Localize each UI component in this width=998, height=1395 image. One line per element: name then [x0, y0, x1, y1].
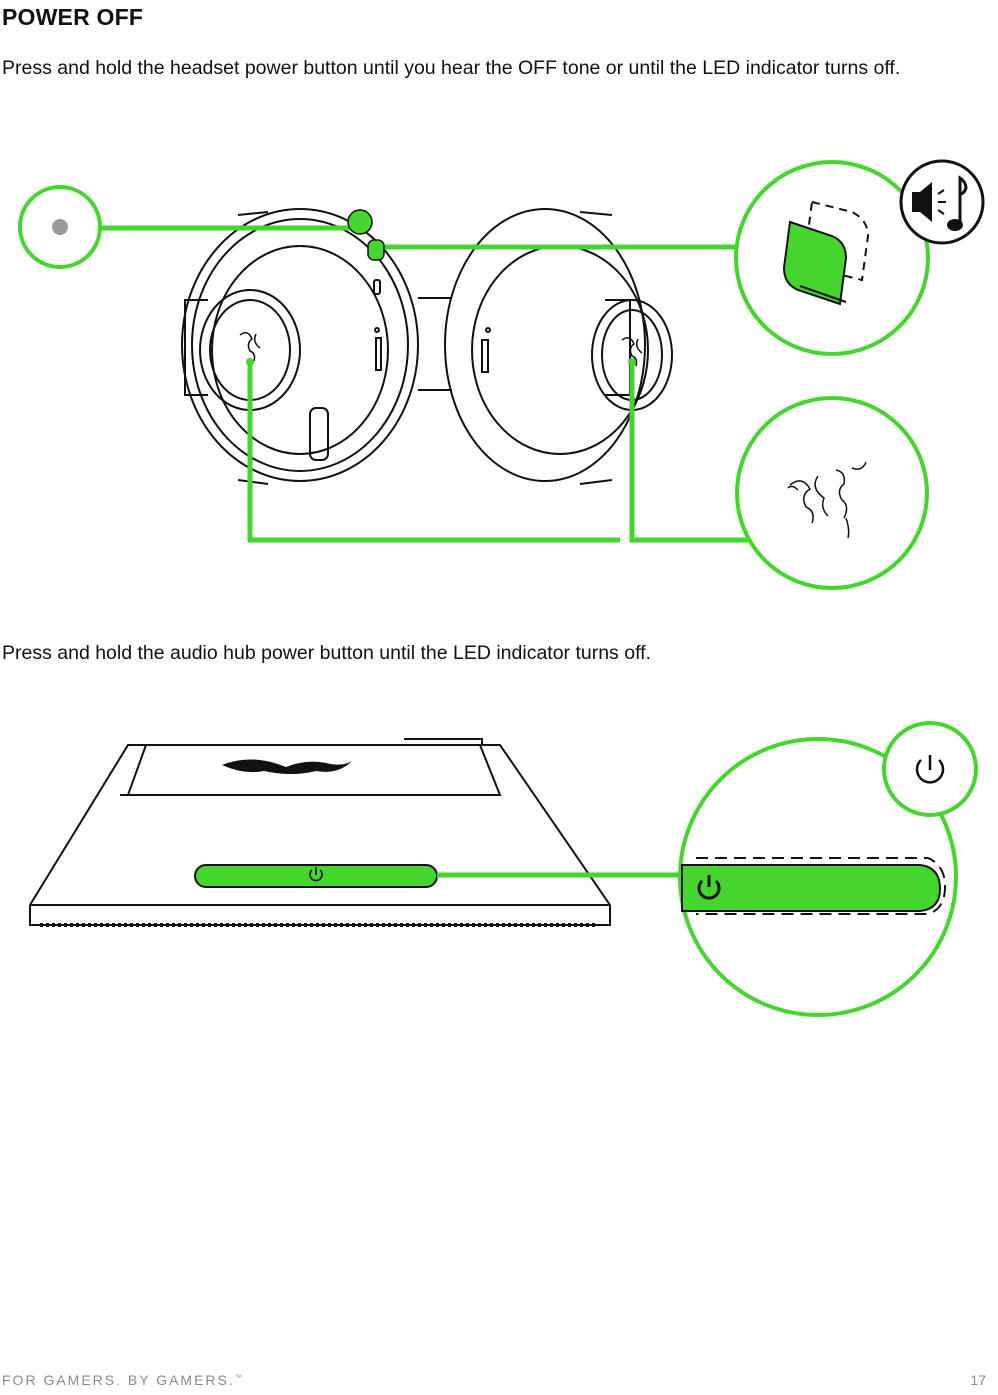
power-icon	[697, 875, 721, 900]
audio-hub-diagram	[29, 721, 978, 1017]
audio-hub-instruction: Press and hold the audio hub power butto…	[2, 642, 651, 664]
led-callout	[18, 185, 102, 269]
razer-logo-icon	[239, 332, 643, 367]
logo-callout	[735, 396, 929, 590]
audio-hub-body	[29, 738, 611, 927]
power-icon	[882, 721, 978, 817]
section-title: POWER OFF	[2, 4, 144, 30]
speaker-music-note-icon	[899, 159, 985, 245]
hub-power-callout	[678, 737, 958, 1017]
razer-logo-icon	[222, 759, 352, 774]
page-number: 17	[970, 1372, 986, 1388]
left-earcup	[181, 208, 419, 485]
headset-instruction: Press and hold the headset power button …	[2, 57, 901, 79]
footer-tagline: FOR GAMERS. BY GAMERS.™	[2, 1372, 242, 1388]
hub-power-button	[194, 864, 438, 888]
trademark-symbol: ™	[234, 1374, 242, 1382]
right-earcup	[444, 208, 673, 485]
headband	[418, 297, 452, 391]
headset-diagram	[18, 159, 985, 590]
power-icon	[309, 867, 323, 882]
power-button-callout	[734, 160, 930, 356]
